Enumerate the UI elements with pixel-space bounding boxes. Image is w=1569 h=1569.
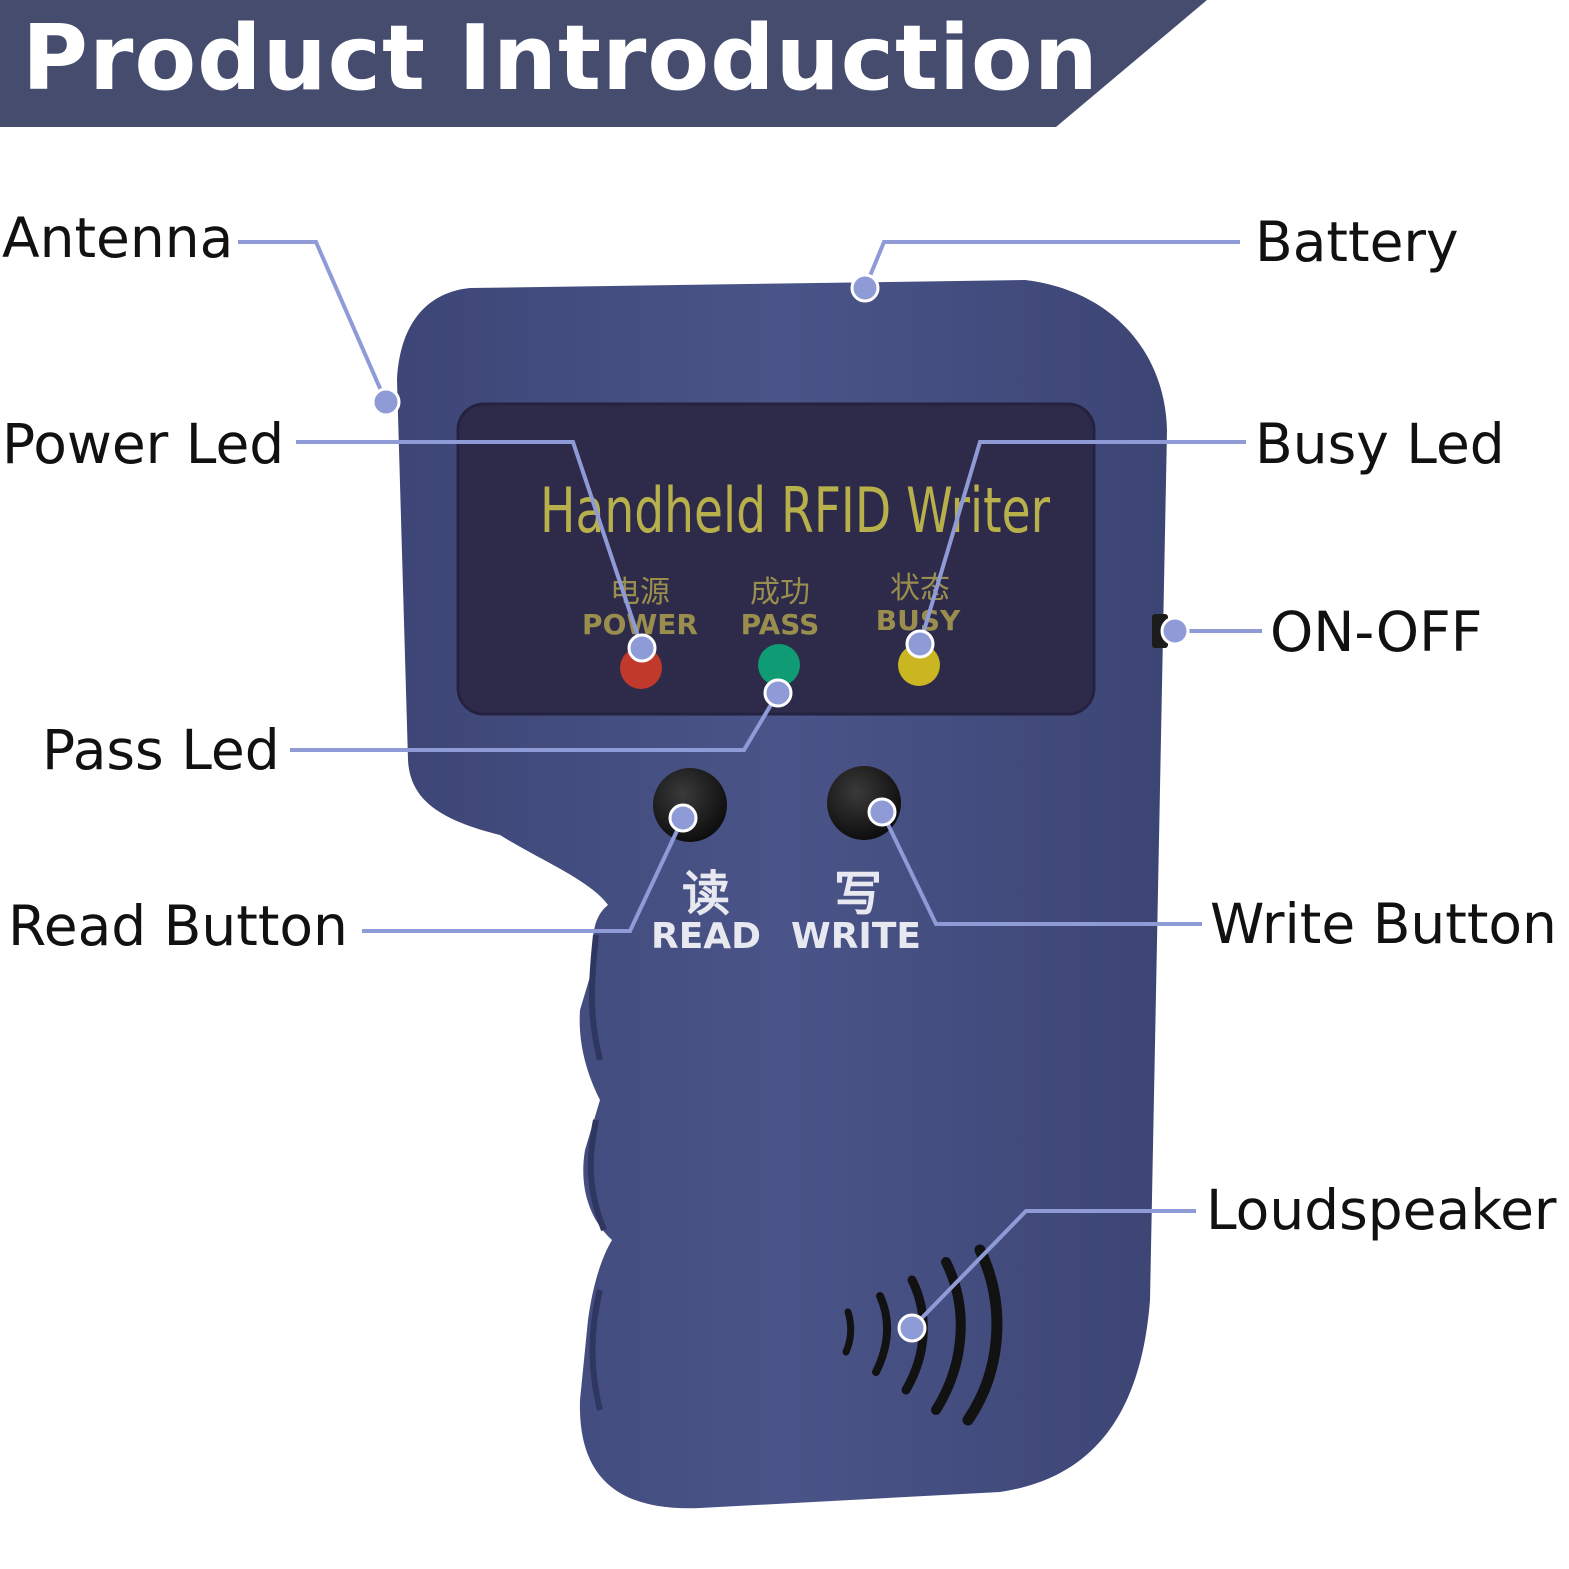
pass-led-label: PASS	[741, 608, 820, 641]
callout-label-on-off: ON-OFF	[1270, 600, 1483, 664]
callout-line-antenna	[238, 240, 388, 403]
callout-dots	[371, 273, 1190, 1343]
callout-label-pass-led: Pass Led	[42, 718, 280, 782]
pass-led	[758, 644, 800, 686]
read-button-label-cn: 读	[682, 866, 730, 922]
callout-line-power-led	[296, 440, 644, 649]
callout-line-busy-led	[918, 440, 1246, 645]
callout-dot-battery	[850, 273, 880, 303]
callout-label-loudspeaker: Loudspeaker	[1206, 1178, 1557, 1242]
callout-label-antenna: Antenna	[2, 206, 234, 270]
grip-ridge	[587, 1119, 607, 1232]
callout-dot-pass-led	[763, 678, 793, 708]
grip-ridge	[589, 1289, 603, 1411]
callout-dot-read-button	[668, 803, 698, 833]
panel-title: Handheld RFID Writer	[540, 474, 1050, 547]
callout-dot-antenna	[371, 387, 401, 417]
callout-line-read-button	[362, 817, 685, 933]
callout-label-busy-led: Busy Led	[1255, 412, 1505, 476]
read-button	[653, 768, 727, 842]
callout-line-loudspeaker	[910, 1209, 1196, 1330]
callout-label-write-button: Write Button	[1210, 892, 1557, 956]
callout-dot-power-led	[627, 633, 657, 663]
callout-lines	[238, 240, 1262, 1330]
callout-dot-on-off	[1160, 616, 1190, 646]
pass-led-label-cn: 成功	[750, 575, 810, 610]
write-button-label: WRITE	[791, 916, 921, 957]
callout-label-read-button: Read Button	[8, 894, 348, 958]
callout-line-pass-led	[290, 691, 780, 752]
callout-label-power-led: Power Led	[2, 412, 285, 476]
callout-label-battery: Battery	[1255, 210, 1459, 274]
write-button-label-cn: 写	[834, 866, 882, 922]
header-banner: Product Introduction	[0, 0, 1569, 127]
display-panel	[456, 402, 1096, 716]
callout-dot-write-button	[867, 797, 897, 827]
callout-line-write-button	[880, 811, 1202, 926]
page-title: Product Introduction	[22, 6, 1099, 111]
callout-dot-loudspeaker	[897, 1313, 927, 1343]
callout-dot-busy-led	[905, 629, 935, 659]
callout-line-battery	[863, 240, 1240, 289]
header-background	[0, 0, 1207, 127]
grip-ridge	[588, 934, 603, 1061]
read-button-label: READ	[651, 916, 761, 957]
